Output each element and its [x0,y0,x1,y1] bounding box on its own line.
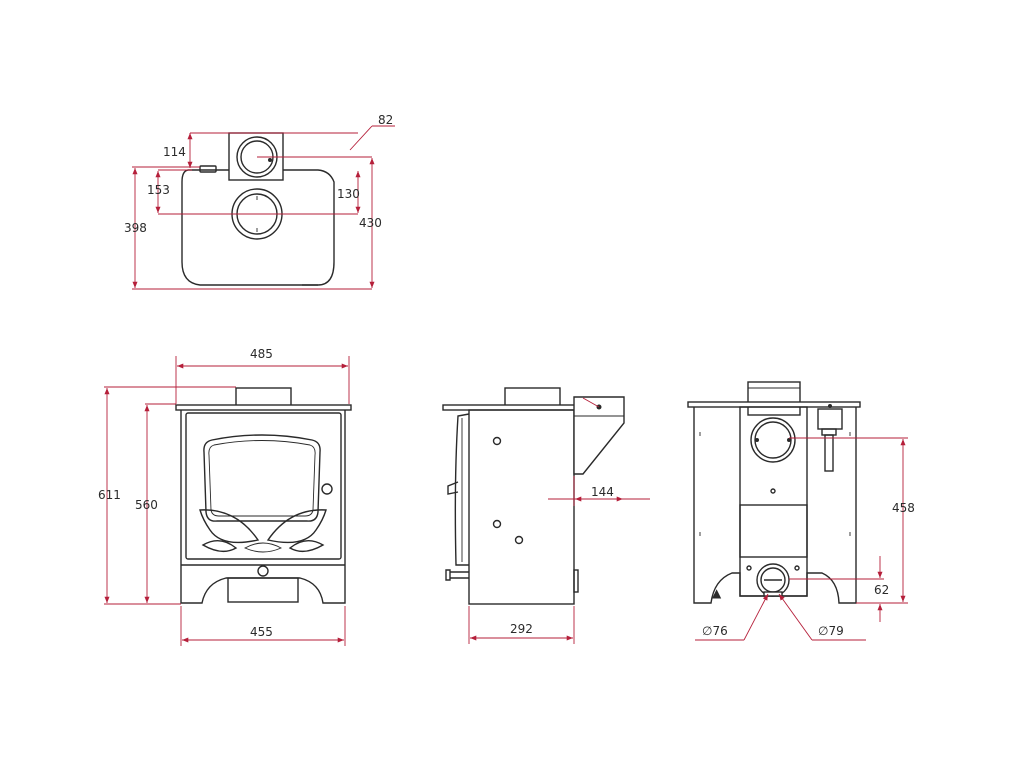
rear-view-upper-outlet-bolt-l [755,438,759,442]
front-view-door-knob [321,483,333,495]
rear-view-bolt-1 [770,488,776,494]
side-view-body [468,409,575,605]
front-view-glass [203,434,321,522]
side-view-hole-2 [492,519,502,529]
dim-611-label: 611 [98,488,121,502]
rear-view-top-plate [687,401,861,408]
rear-view: ▲ 458 62 ∅76 ∅79 [687,381,915,641]
side-view-flue-collar [504,387,561,407]
top-view: 82 114 153 130 398 430 [124,113,395,290]
side-view-door-profile [454,413,470,566]
dim-458-label: 458 [892,501,915,515]
rear-view-thermostat-fitting [821,428,837,436]
side-view-hole-3 [514,535,524,545]
dim-485-label: 485 [250,347,273,361]
dim-dia79-label: ∅79 [818,624,844,638]
front-view-top-plate [175,404,352,411]
rear-view-bolt-2 [746,565,752,571]
rear-view-mark: ▲ [712,586,722,600]
front-view-leaf-left-lower [201,540,238,553]
dim-114-label: 114 [163,145,186,159]
side-view-boiler-tab [573,569,579,593]
side-view: 144 292 [442,387,650,644]
front-view-air-control [257,565,269,577]
side-view-rear-flue-leader [582,397,600,408]
dim-62-label: 62 [874,583,889,597]
dim-430-label: 430 [359,216,382,230]
dim-82-label: 82 [378,113,393,127]
front-view-ash-pan [227,577,299,603]
dim-398-label: 398 [124,221,147,235]
rear-view-upper-outlet-bolt-r [787,438,791,442]
rear-view-thermostat-head [817,408,843,430]
rear-view-lower-panel [739,504,808,558]
front-view-flue-collar [235,387,292,407]
side-view-air-knob [445,569,469,581]
rear-view-bolt-3 [794,565,800,571]
dim-292-label: 292 [510,622,533,636]
side-view-hole-1 [492,436,502,446]
side-view-door-handle [447,481,459,495]
front-view-leaf-left [199,509,260,544]
dim-144-label: 144 [591,485,614,499]
dim-dia79-leader [778,593,813,641]
front-view-leaf-right-lower [288,540,325,553]
dim-130-label: 130 [337,187,360,201]
dim-560-label: 560 [135,498,158,512]
front-view-leaf-center [243,542,283,553]
front-view-door [185,412,342,560]
front-view-glass-inner [208,440,316,517]
top-view-rear-flue-bolt [268,158,272,162]
dim-dia76-label: ∅76 [702,624,728,638]
top-view-handle [199,165,217,173]
rear-view-upper-outlet-outer [750,417,796,463]
dim-82-leader [349,125,373,151]
dim-dia76-leader [743,593,769,641]
rear-view-thermostat-mark [828,404,832,408]
rear-view-thermostat-probe [824,434,834,472]
side-view-top-plate [442,404,577,411]
dim-153-label: 153 [147,183,170,197]
dim-455-label: 455 [250,625,273,639]
rear-view-flue-collar [747,381,801,416]
front-view: 485 611 560 455 [98,347,352,646]
front-view-leaf-right [266,509,327,544]
